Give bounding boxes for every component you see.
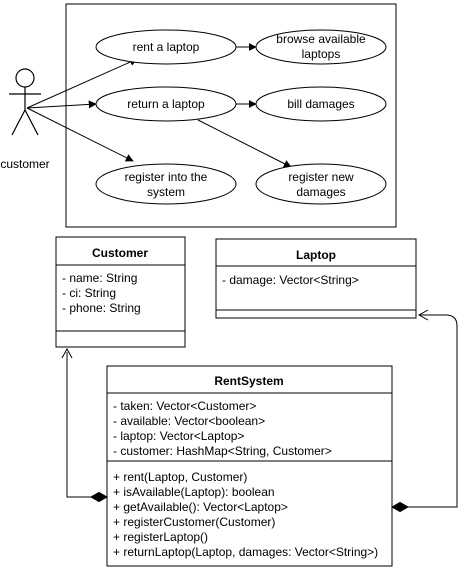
usecase-rent[interactable]: rent a laptop (95, 29, 237, 65)
composition-diamond-icon (89, 491, 109, 503)
usecase-browse-label-2: laptops (302, 47, 341, 61)
class-laptop-attr: - damage: Vector<String> (222, 273, 359, 287)
usecase-bill[interactable]: bill damages (255, 86, 387, 122)
usecase-register-system-label-1: register into the (125, 170, 208, 184)
actor-label: customer (0, 157, 49, 171)
usecase-register-system-label-2: system (147, 185, 185, 199)
class-rentsystem-method: + isAvailable(Laptop): boolean (113, 485, 275, 499)
class-rentsystem-method: + registerLaptop() (113, 530, 208, 544)
class-rentsystem[interactable]: RentSystem - taken: Vector<Customer> - a… (106, 365, 393, 567)
composition-laptop (390, 309, 458, 513)
class-rentsystem-method: + registerCustomer(Customer) (113, 515, 275, 529)
class-rentsystem-attr: - laptop: Vector<Laptop> (113, 429, 244, 443)
include-register-damages (197, 119, 292, 168)
class-rentsystem-method: + returnLaptop(Laptop, damages: Vector<S… (113, 545, 378, 559)
usecase-browse[interactable]: browse available laptops (255, 29, 387, 65)
usecase-browse-label-1: browse available (276, 32, 366, 46)
class-customer-attr: - ci: String (62, 286, 116, 300)
class-customer[interactable]: Customer - name: String - ci: String - p… (55, 236, 186, 348)
usecase-register-damages-label-1: register new (288, 170, 354, 184)
class-rentsystem-name: RentSystem (214, 374, 283, 388)
composition-customer (61, 347, 109, 503)
assoc-return (26, 100, 97, 109)
class-customer-name: Customer (92, 246, 148, 260)
customer-actor[interactable] (9, 68, 41, 136)
class-rentsystem-method: + getAvailable(): Vector<Laptop> (113, 500, 288, 514)
composition-diamond-icon (390, 501, 410, 513)
usecase-rent-label: rent a laptop (133, 40, 200, 54)
class-customer-attr: - name: String (62, 271, 137, 285)
usecase-return-label: return a laptop (127, 97, 205, 111)
class-rentsystem-attr: - customer: HashMap<String, Customer> (113, 444, 332, 458)
class-laptop-name: Laptop (296, 248, 336, 262)
class-rentsystem-attr: - available: Vector<boolean> (113, 414, 265, 428)
class-rentsystem-attr: - taken: Vector<Customer> (113, 399, 256, 413)
usecase-register-damages[interactable]: register new damages (255, 163, 387, 205)
usecase-register-system[interactable]: register into the system (95, 163, 237, 205)
class-rentsystem-method: + rent(Laptop, Customer) (113, 470, 247, 484)
class-customer-attr: - phone: String (62, 301, 141, 315)
assoc-register-system (26, 107, 134, 162)
actor-head-icon (15, 68, 35, 88)
class-laptop[interactable]: Laptop - damage: Vector<String> (215, 238, 417, 319)
assoc-rent (26, 58, 138, 109)
usecase-bill-label: bill damages (287, 97, 354, 111)
usecase-register-damages-label-2: damages (296, 185, 345, 199)
usecase-return[interactable]: return a laptop (95, 86, 237, 122)
